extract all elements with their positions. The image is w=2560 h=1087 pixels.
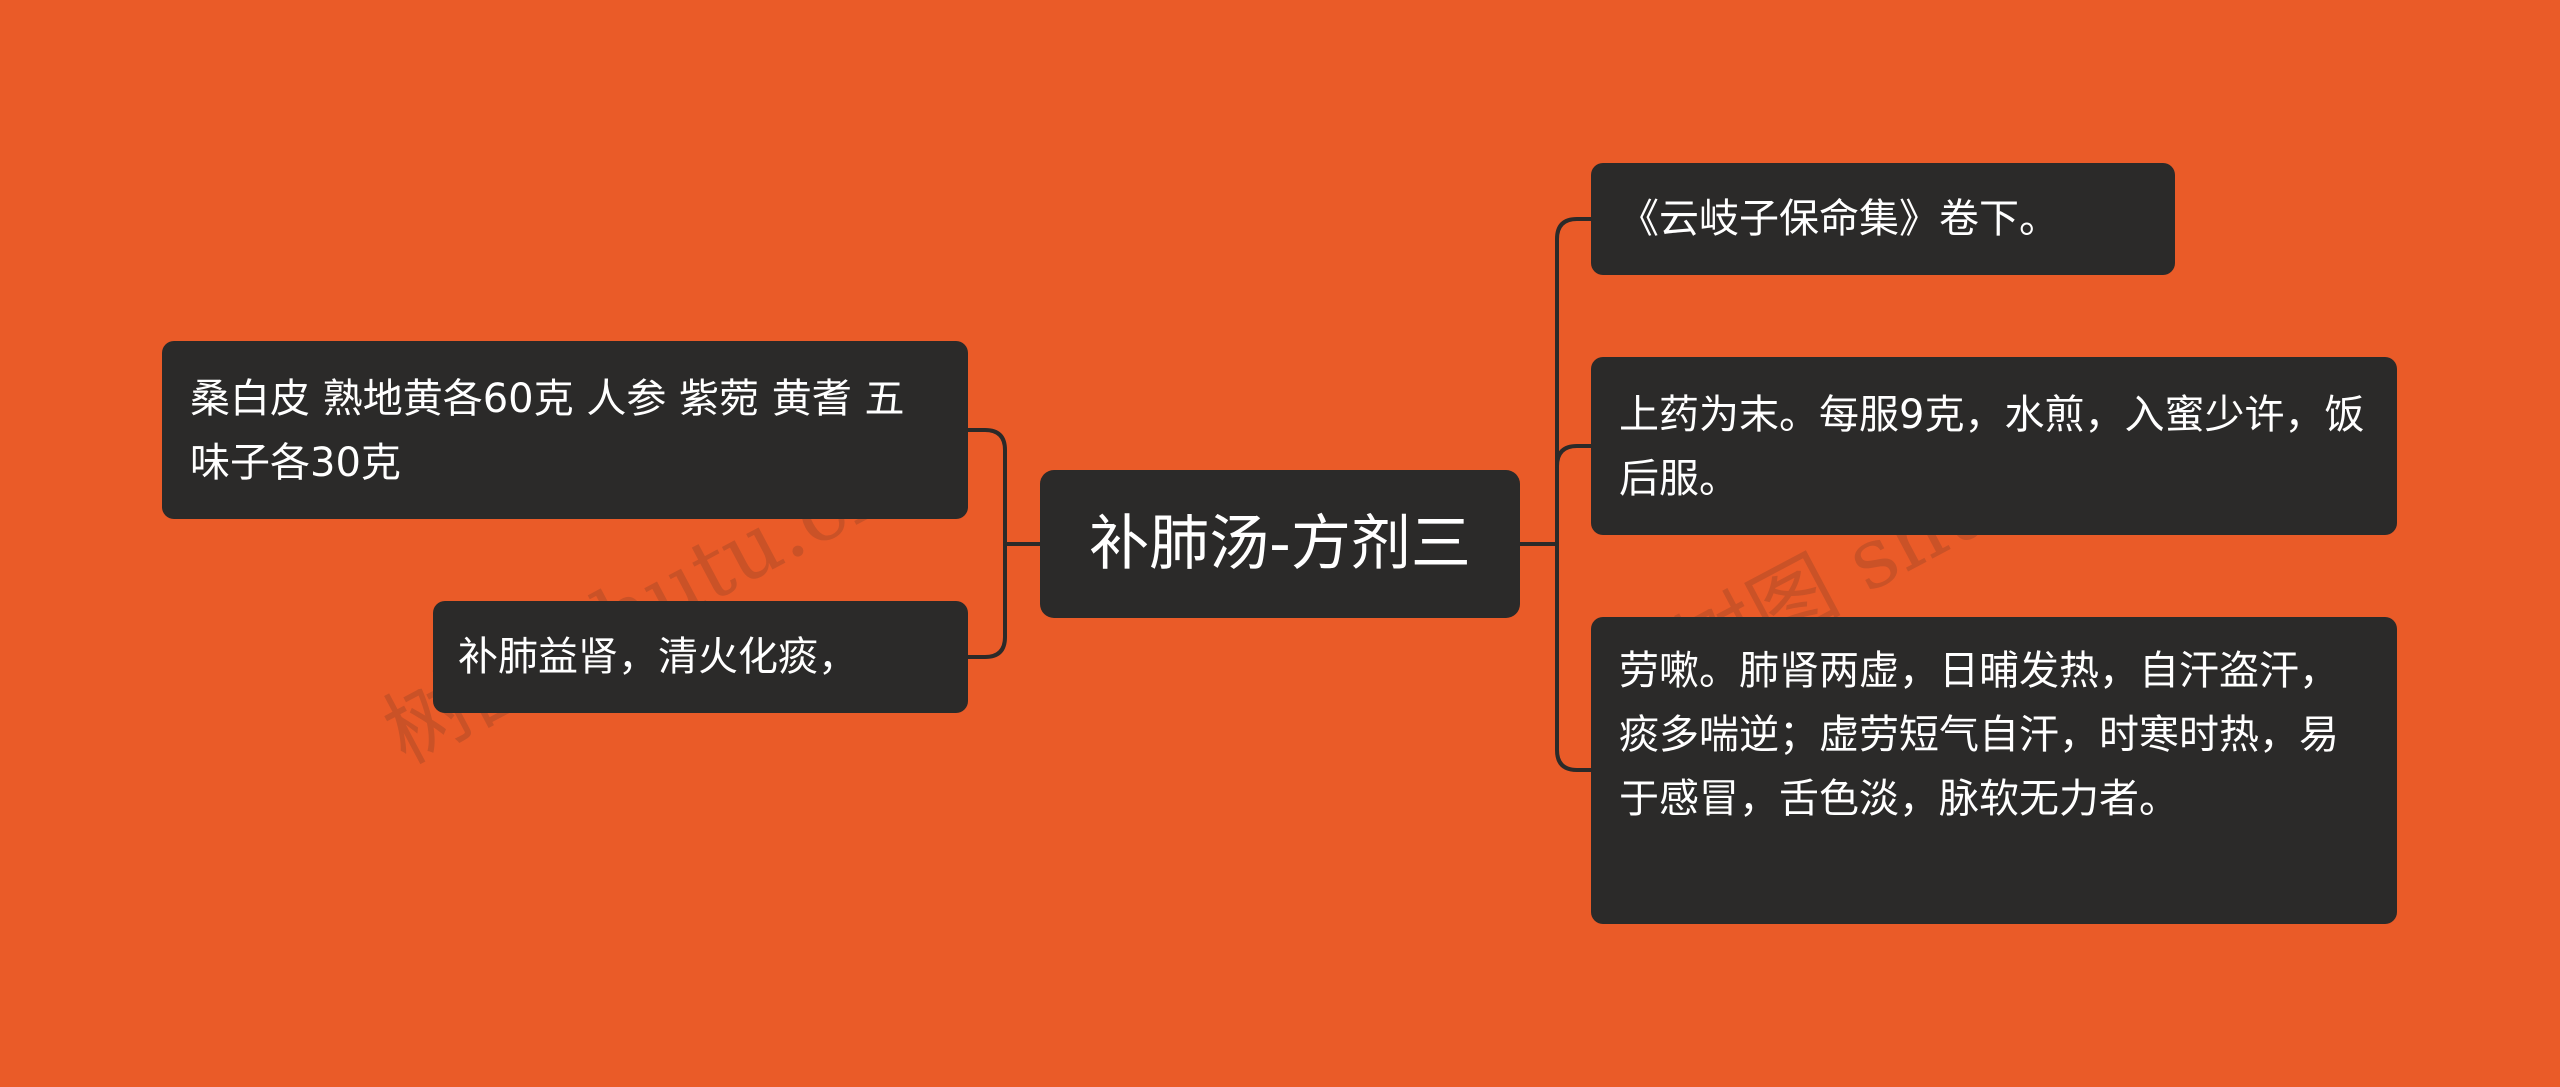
connector-left-2 — [966, 542, 1007, 659]
right-node-indication[interactable]: 劳嗽。肺肾两虚，日晡发热，自汗盗汗，痰多喘逆；虚劳短气自汗，时寒时热，易于感冒，… — [1591, 617, 2397, 924]
connector-left-1 — [966, 428, 1007, 546]
center-node[interactable]: 补肺汤-方剂三 — [1040, 470, 1520, 618]
right-node-source[interactable]: 《云岐子保命集》卷下。 — [1591, 163, 2175, 275]
right-node-usage[interactable]: 上药为末。每服9克，水煎，入蜜少许，饭后服。 — [1591, 357, 2397, 535]
left-node-ingredients[interactable]: 桑白皮 熟地黄各60克 人参 紫菀 黄耆 五味子各30克 — [162, 341, 968, 519]
connector-right-1 — [1555, 217, 1593, 546]
connector-right-3 — [1555, 542, 1593, 772]
left-node-effect[interactable]: 补肺益肾，清火化痰， — [433, 601, 968, 713]
connector-right-2 — [1555, 444, 1593, 468]
